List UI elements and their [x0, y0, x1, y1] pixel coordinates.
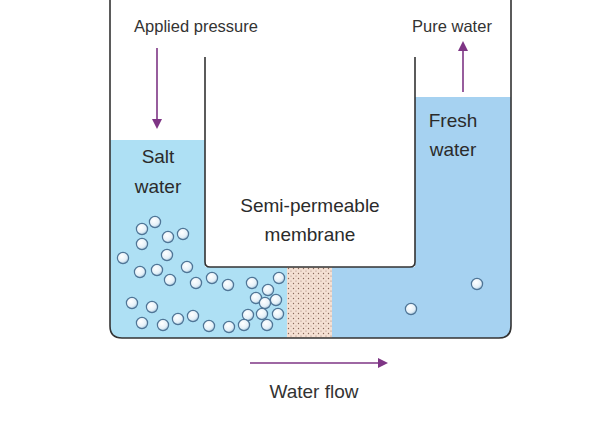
salt-particle — [172, 313, 183, 324]
salt-particle — [146, 301, 157, 312]
salt-particle — [246, 277, 257, 288]
salt-particle — [203, 320, 214, 331]
fresh-water-region-shape — [332, 97, 511, 338]
salt-particle — [161, 249, 172, 260]
salt-particle — [270, 294, 281, 305]
salt-particle — [164, 274, 175, 285]
flow-label: Water flow — [269, 381, 358, 403]
salt-water-region-shape — [110, 140, 287, 338]
salt-water-region: Salt water — [110, 140, 287, 338]
salt-particle — [177, 228, 188, 239]
salt-particle — [187, 310, 198, 321]
fresh-water-region: Fresh water — [332, 97, 511, 338]
pressure-arrow — [152, 48, 162, 129]
salt-particle — [206, 272, 217, 283]
outflow-label: Pure water — [412, 17, 492, 36]
salt-particle — [136, 223, 147, 234]
salt-particle — [162, 231, 173, 242]
salt-particle — [273, 272, 284, 283]
salt-particle — [223, 321, 234, 332]
salt-particles — [117, 216, 482, 332]
salt-particle — [136, 317, 147, 328]
salt-particle — [261, 319, 272, 330]
divider-wall — [205, 57, 415, 267]
membrane: Semi-permeable membrane — [287, 267, 332, 338]
salt-particle — [157, 319, 168, 330]
pressure-label: Applied pressure — [134, 17, 258, 36]
salt-particle — [151, 264, 162, 275]
salt-particle — [136, 238, 147, 249]
salt-particle — [250, 292, 261, 303]
salt-particle — [126, 297, 137, 308]
salt-particle — [405, 303, 416, 314]
salt-particle — [262, 284, 273, 295]
salt-particle — [190, 277, 201, 288]
membrane-shape — [287, 267, 332, 338]
salt-particle — [134, 266, 145, 277]
salt-particle — [149, 216, 160, 227]
salt-particle — [181, 261, 192, 272]
salt-particle — [242, 309, 253, 320]
salt-particle — [272, 308, 283, 319]
salt-particle — [117, 252, 128, 263]
salt-particle — [238, 319, 249, 330]
region-label: Salt water — [118, 142, 198, 202]
salt-particle — [471, 278, 482, 289]
salt-particle — [256, 308, 267, 319]
salt-particle — [222, 279, 233, 290]
region-label: Semi-permeable membrane — [215, 191, 405, 249]
flow-arrow — [250, 358, 388, 368]
outflow-arrow — [458, 41, 468, 92]
salt-particle — [259, 297, 270, 308]
region-label: Fresh water — [413, 106, 493, 164]
tank-wall — [110, 0, 511, 338]
